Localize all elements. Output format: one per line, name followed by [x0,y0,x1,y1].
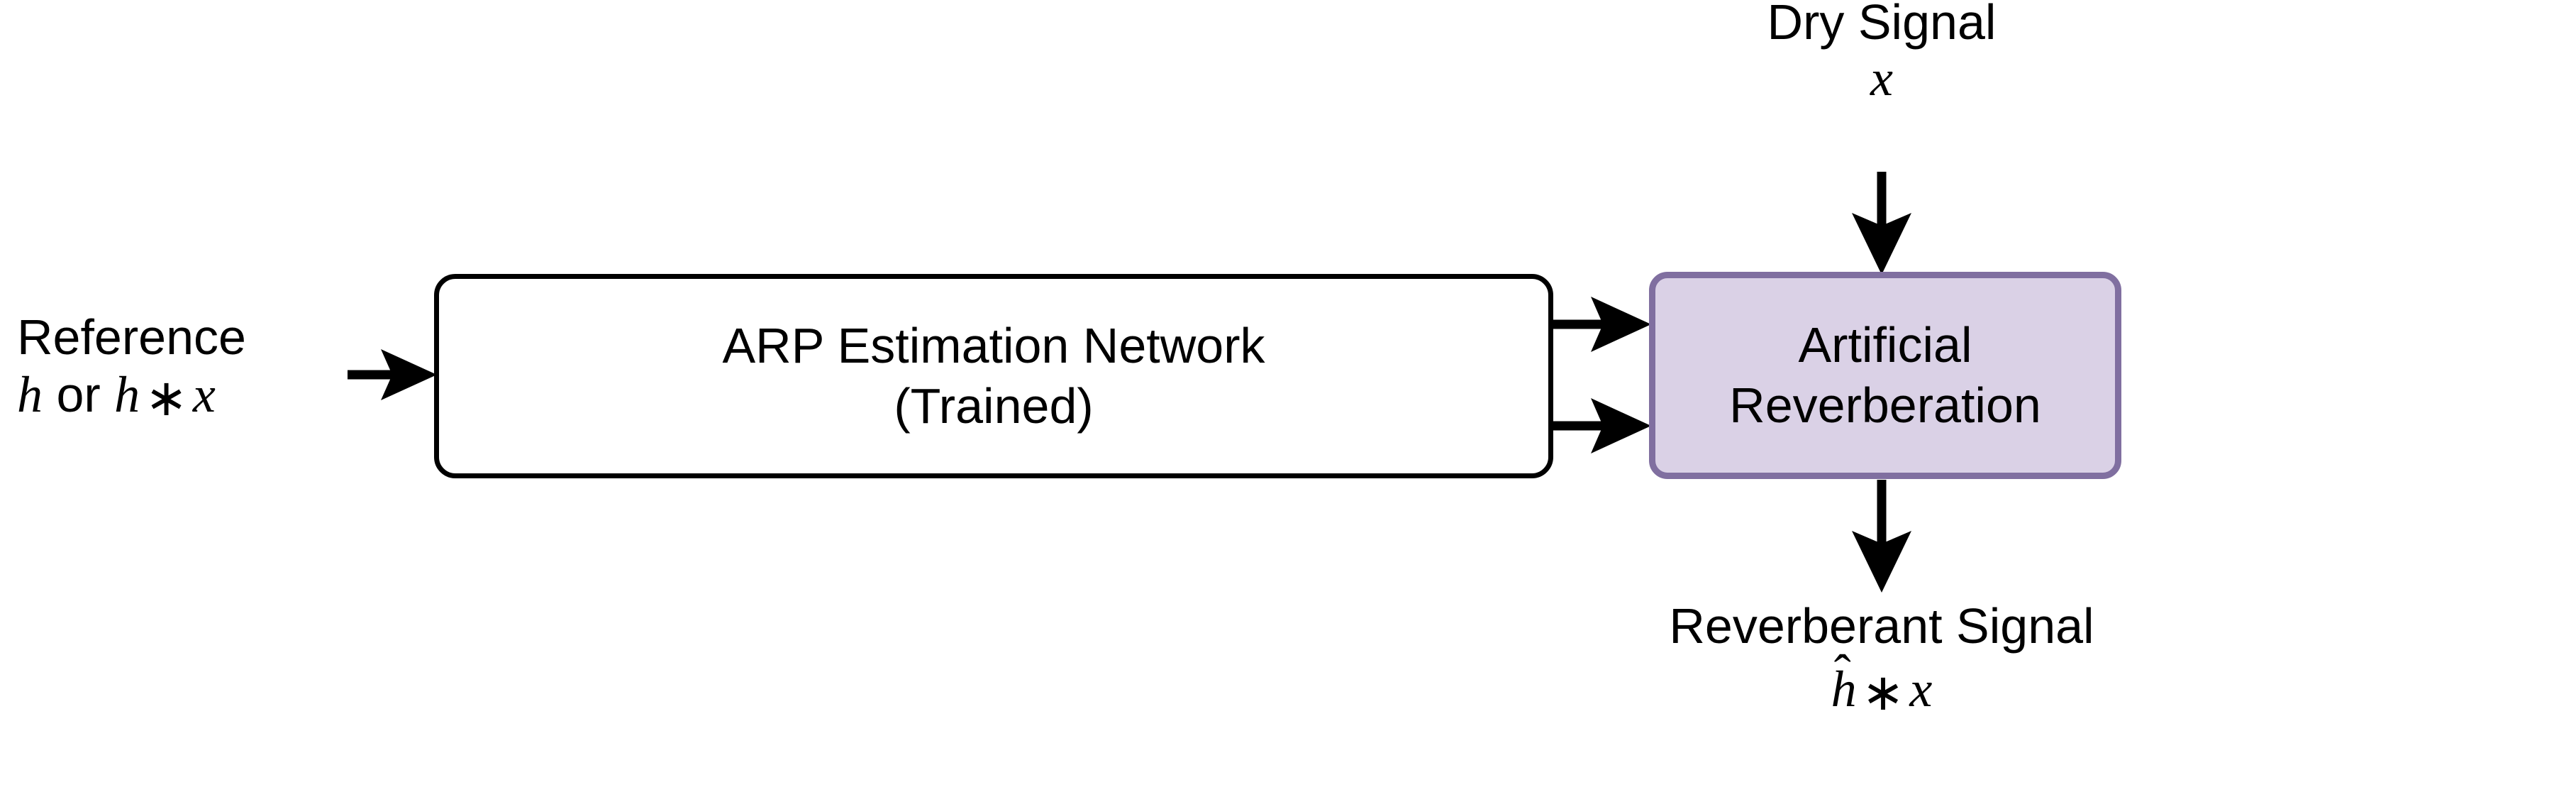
reference-math-or [43,367,56,422]
arp-estimation-network-box[interactable]: ARP Estimation Network (Trained) [434,274,1553,478]
dry-signal-label-group: Dry Signal x [1669,0,2094,106]
reverberant-signal-x: x [1909,661,1933,718]
network-box-line-2: (Trained) [894,378,1094,434]
dry-signal-title: Dry Signal [1767,0,1997,50]
hat-accent-icon: ˆ [1833,644,1851,701]
reverberant-signal-op: ∗ [1861,664,1905,722]
arrow-right-icon [1551,297,1651,352]
dry-signal-math: x [1669,51,2094,105]
arrow-right-icon [1551,398,1651,453]
reverberant-signal-h: h [1831,661,1857,718]
arrow-right-icon [348,349,437,400]
arrow-down-icon [1852,480,1911,593]
reverb-box-line-1: Artificial [1798,317,1972,373]
reference-math-or-word: or [56,367,101,423]
reference-math-h2: h [114,366,140,424]
arrow-down-icon [1852,172,1911,275]
reference-math-op: ∗ [145,370,188,427]
reverb-box-line-2: Reverberation [1729,378,2041,433]
artificial-reverberation-box[interactable]: Artificial Reverberation [1649,272,2121,479]
reverberant-signal-title: Reverberant Signal [1669,598,2094,654]
reference-math: h or h∗x [17,366,246,425]
reference-math-h: h [17,366,43,424]
reference-math-x: x [192,366,216,424]
dry-signal-math-x: x [1870,50,1893,107]
reference-space [101,367,114,422]
network-box-line-1: ARP Estimation Network [722,317,1265,373]
reference-title: Reference [17,309,246,365]
reference-label-group: Reference h or h∗x [17,309,246,426]
